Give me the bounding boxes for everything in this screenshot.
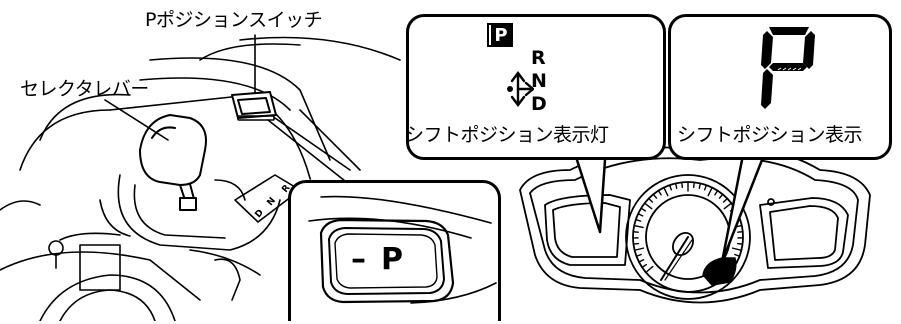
label-p-position-switch: Pポジションスイッチ [145, 11, 322, 30]
gear-d: D [531, 95, 547, 114]
gear-r: R [531, 49, 546, 68]
gauge-tick [705, 185, 707, 190]
gauge-tick [633, 244, 638, 245]
gauge-tick [636, 255, 641, 257]
gauge-tick [738, 244, 743, 245]
gauge-tick [715, 191, 718, 195]
gauge-tick [658, 191, 661, 195]
gauge-tick [635, 248, 644, 250]
gauge-tick [733, 248, 742, 250]
segment-p-display [759, 25, 819, 113]
gauge-tick [664, 188, 668, 196]
label-shift-position-display: シフトポジション表示 [677, 126, 862, 145]
gauge-tick [676, 183, 677, 188]
instrument-cluster [520, 148, 870, 303]
shift-display-callout: シフトポジション表示 [668, 14, 892, 160]
gauge-tick [724, 198, 728, 202]
gauge-tick [645, 203, 652, 209]
callout-pointers [577, 160, 762, 262]
gauge-tick [670, 185, 672, 190]
gauge-tick [724, 203, 731, 209]
gear-n: N [531, 72, 547, 91]
gauge-tick [638, 214, 643, 216]
park-indicator-box: P [487, 23, 513, 47]
gauge-tick [699, 183, 700, 188]
gauge-tick [735, 255, 740, 257]
indicator-lamp-callout: P R N D シフトポジション表示灯 [406, 14, 666, 160]
gauge-tick [653, 194, 656, 198]
park-indicator-letter: P [491, 25, 511, 45]
gauge-tick [719, 194, 722, 198]
gauge-tick [636, 220, 641, 222]
gauge-tick [641, 208, 645, 211]
gear-arrows-icon [504, 59, 534, 119]
gauge-tick [708, 188, 712, 196]
closeup-p-letter: P [381, 242, 403, 277]
gauge-tick [649, 198, 653, 202]
gauge-tick [639, 260, 643, 262]
gauge-tick [682, 182, 683, 187]
closeup-minus: – [351, 242, 366, 277]
p-switch-small [232, 92, 276, 120]
label-selector-lever: セレクタレバー [20, 80, 149, 99]
gauge-tick [642, 265, 646, 268]
gauge-tick [646, 267, 653, 273]
gauge-tick [694, 182, 695, 187]
gauge-tick [634, 226, 643, 228]
switch-closeup-callout: – P [288, 180, 501, 321]
label-shift-position-indicator-lamp: シフトポジション表示灯 [405, 126, 609, 145]
